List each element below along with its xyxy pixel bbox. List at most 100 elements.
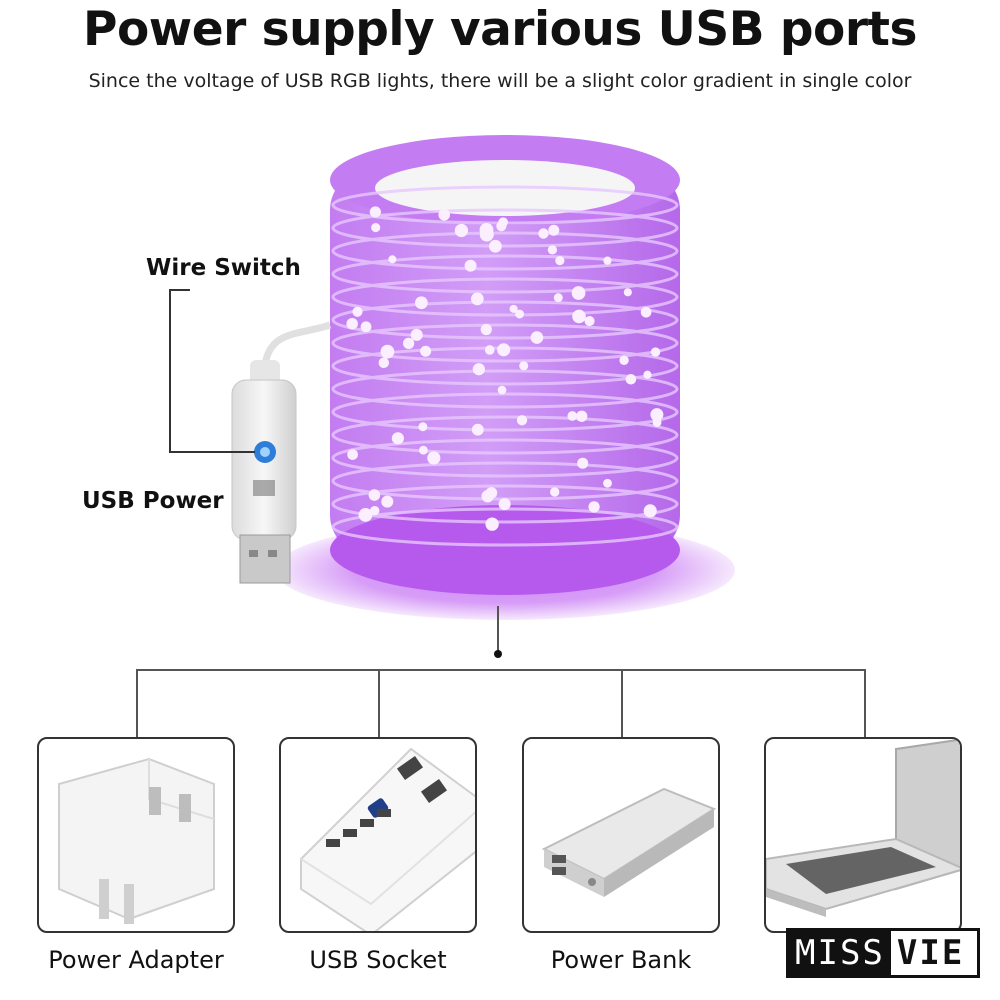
brand-watermark: MISS VIE	[786, 928, 980, 978]
led-string-lights-image	[169, 135, 735, 620]
watermark-miss: MISS	[789, 931, 891, 975]
led-dot	[360, 321, 372, 333]
led-dot	[548, 224, 560, 236]
usb-socket-card	[279, 737, 477, 933]
coil-ring	[331, 277, 679, 317]
led-dot	[550, 487, 560, 497]
wire-switch-label: Wire Switch	[146, 255, 301, 281]
led-dot	[652, 417, 662, 427]
led-dot	[571, 286, 586, 300]
led-dot	[603, 256, 612, 265]
power-bank-icon	[541, 787, 717, 897]
led-dot	[603, 478, 612, 488]
page-title: Power supply various USB ports	[83, 2, 917, 57]
led-dot	[381, 495, 394, 508]
usb-socket-label: USB Socket	[309, 946, 447, 974]
led-dot	[555, 256, 565, 266]
led-dot	[588, 501, 600, 513]
usb-socket-icon	[300, 747, 475, 931]
coil-ring	[331, 369, 679, 409]
led-dot	[623, 288, 632, 297]
led-dot	[427, 451, 441, 465]
led-dot	[643, 504, 657, 518]
led-dot	[576, 410, 588, 422]
usb-power-label: USB Power	[82, 488, 224, 514]
led-dot	[489, 239, 502, 253]
tree-dot	[494, 650, 502, 658]
led-dot	[352, 306, 363, 317]
led-dot	[391, 432, 404, 445]
coil-ring	[331, 231, 679, 271]
led-dot	[472, 363, 485, 376]
led-dot	[418, 422, 428, 432]
led-dot	[572, 309, 586, 324]
laptop-card	[764, 737, 962, 933]
led-dot	[368, 489, 381, 501]
watermark-vie: VIE	[896, 933, 965, 973]
led-dot	[371, 223, 381, 233]
led-dot	[567, 411, 578, 421]
power-adapter-label: Power Adapter	[48, 946, 224, 974]
led-dot	[346, 317, 358, 330]
power-bank-label: Power Bank	[550, 946, 692, 974]
led-dot	[410, 328, 423, 341]
coil-ring	[331, 438, 679, 478]
led-dot	[388, 255, 397, 264]
led-dot	[464, 259, 477, 272]
led-dot	[358, 508, 373, 522]
led-dot	[496, 221, 507, 232]
led-dot	[479, 222, 494, 237]
led-dot	[369, 206, 381, 218]
coil-ring	[331, 392, 679, 432]
led-dot	[484, 345, 495, 355]
led-dot	[420, 345, 432, 357]
led-dot	[650, 408, 664, 422]
led-dot	[380, 344, 395, 359]
led-dot	[538, 228, 549, 239]
led-dot	[481, 490, 494, 503]
page-subtitle: Since the voltage of USB RGB lights, the…	[88, 70, 912, 92]
led-dot	[402, 337, 415, 349]
led-dot	[530, 331, 544, 344]
coil-ring	[331, 415, 679, 455]
led-dot	[415, 296, 428, 310]
led-dot	[347, 449, 358, 460]
led-dot	[625, 374, 637, 385]
led-dot	[498, 498, 511, 511]
led-dot	[497, 343, 511, 357]
led-dot	[547, 245, 558, 255]
laptop-icon	[766, 739, 960, 917]
led-dot	[519, 361, 529, 371]
led-dot	[378, 357, 390, 368]
led-dot	[454, 223, 469, 238]
led-dot	[485, 517, 499, 531]
led-dot	[471, 292, 484, 306]
led-dot	[509, 304, 518, 313]
led-dot	[418, 445, 428, 455]
power-bank-card	[522, 737, 720, 933]
coil-ring	[331, 208, 679, 248]
led-dot	[619, 355, 629, 366]
led-dot	[497, 385, 507, 395]
coil-ring	[331, 484, 679, 524]
led-dot	[480, 323, 492, 336]
led-dot	[640, 306, 652, 318]
led-dot	[577, 457, 589, 469]
tree-drop-2	[378, 669, 380, 737]
coil-ring	[331, 300, 679, 340]
tree-stem	[497, 606, 499, 654]
tree-drop-1	[136, 669, 138, 737]
tree-drop-4	[864, 669, 866, 737]
power-adapter-card	[37, 737, 235, 933]
led-dot	[471, 423, 484, 436]
tree-bar	[136, 669, 866, 671]
led-dot	[650, 347, 661, 357]
led-dot	[369, 505, 380, 516]
tree-drop-3	[621, 669, 623, 737]
led-dot	[584, 316, 595, 327]
led-dot	[515, 309, 525, 319]
coil-ring	[331, 323, 679, 363]
led-dot	[643, 370, 652, 379]
led-dot	[553, 293, 563, 303]
led-dot	[438, 208, 451, 221]
